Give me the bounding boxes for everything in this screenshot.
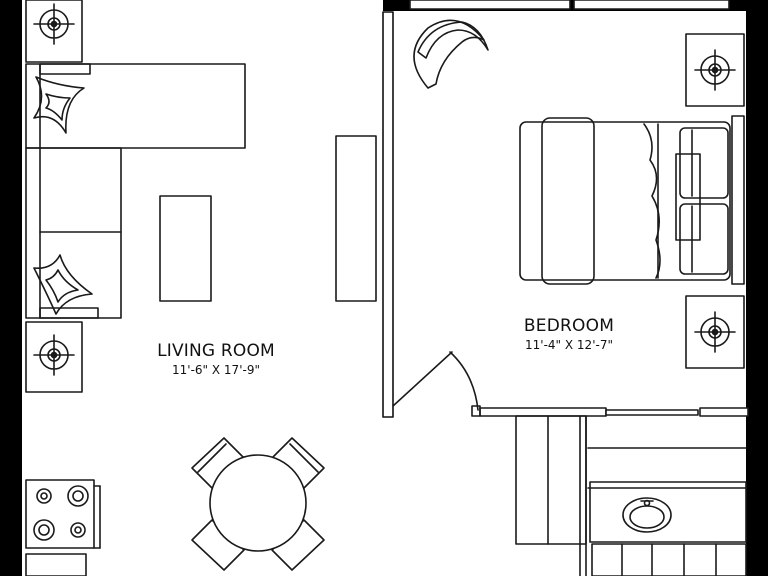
stove-burner-icon <box>67 485 89 507</box>
living-room-name: LIVING ROOM <box>157 341 275 361</box>
tv-console <box>335 135 377 302</box>
bed <box>519 115 745 285</box>
stove-burner-icon <box>36 488 52 504</box>
lamp-table-icon <box>685 33 745 107</box>
door-swing-icon <box>392 351 481 417</box>
bathroom-vanity <box>589 481 747 543</box>
bedroom-dimensions: 11'-4" X 12'-7" <box>525 338 613 352</box>
kitchen-counter <box>25 553 87 576</box>
lamp-table-icon <box>685 295 745 369</box>
lamp-table-icon <box>25 0 83 63</box>
lamp-table-icon <box>25 321 83 393</box>
stove-burner-icon <box>70 522 86 538</box>
living-room-dimensions: 11'-6" X 17'-9" <box>172 363 260 377</box>
top-window <box>409 0 730 10</box>
pillow-icon <box>33 254 93 315</box>
partition-wall <box>382 11 749 418</box>
bedroom-name: BEDROOM <box>524 316 614 336</box>
dining-table <box>209 454 307 552</box>
sectional-sofa <box>25 63 246 319</box>
stove <box>25 479 101 549</box>
stove-burner-icon <box>33 519 55 541</box>
left-wall <box>0 0 22 576</box>
armchair <box>413 19 489 89</box>
right-wall <box>746 0 768 576</box>
chair-icon <box>191 519 245 571</box>
sink-icon <box>622 497 672 533</box>
dining-set <box>191 437 325 571</box>
pillow-icon <box>33 76 85 134</box>
coffee-table <box>159 195 212 302</box>
bathtub <box>591 543 747 576</box>
closet <box>515 415 747 576</box>
